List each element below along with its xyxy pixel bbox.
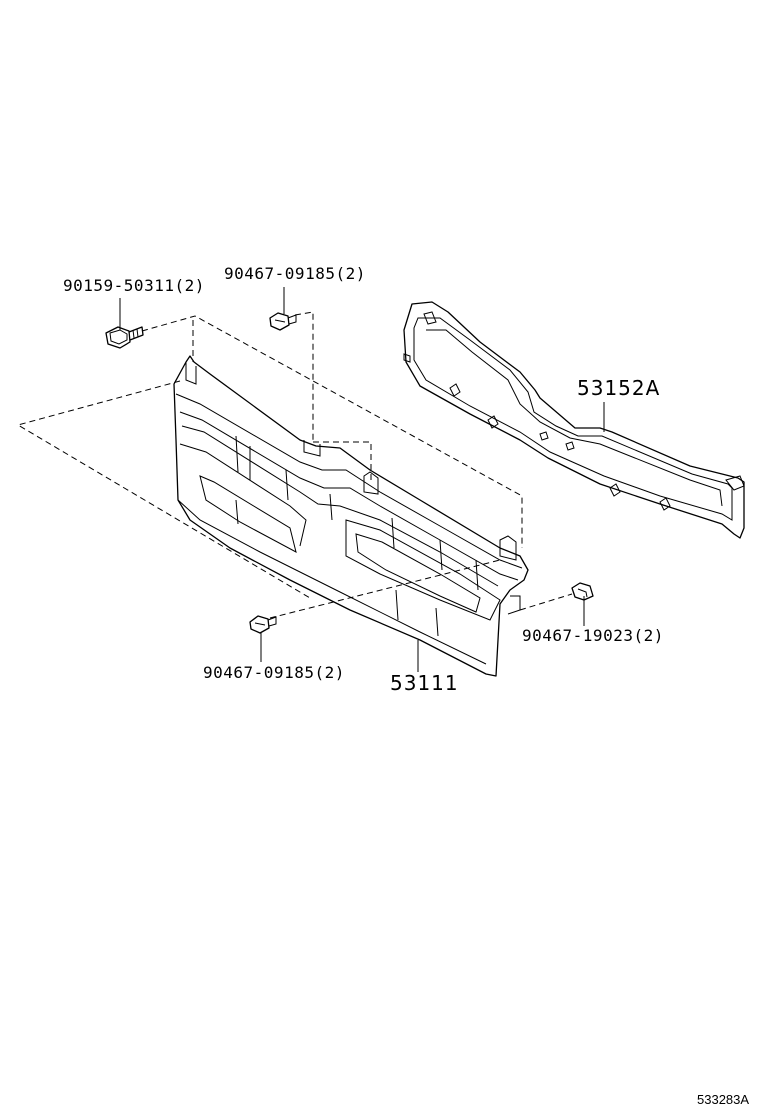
clip-icon-top xyxy=(269,312,297,331)
leader-lines xyxy=(119,287,605,672)
bolt-icon xyxy=(105,326,144,349)
label-clip-90467-09185-bottom: 90467-09185(2) xyxy=(203,663,345,682)
label-retainer-53152a: 53152A xyxy=(577,376,660,400)
grille-53111-part xyxy=(173,355,529,677)
figure-reference-number: 533283A xyxy=(697,1092,749,1107)
retainer-53152a-part xyxy=(403,301,745,539)
alignment-lines xyxy=(16,311,573,619)
label-clip-90467-09185-top: 90467-09185(2) xyxy=(224,264,366,283)
clip-icon-right xyxy=(571,582,594,601)
clip-icon-bottom xyxy=(249,615,277,634)
label-clip-90467-19023: 90467-19023(2) xyxy=(522,626,664,645)
label-bolt-90159-50311: 90159-50311(2) xyxy=(63,276,205,295)
label-grille-53111: 53111 xyxy=(390,671,459,695)
